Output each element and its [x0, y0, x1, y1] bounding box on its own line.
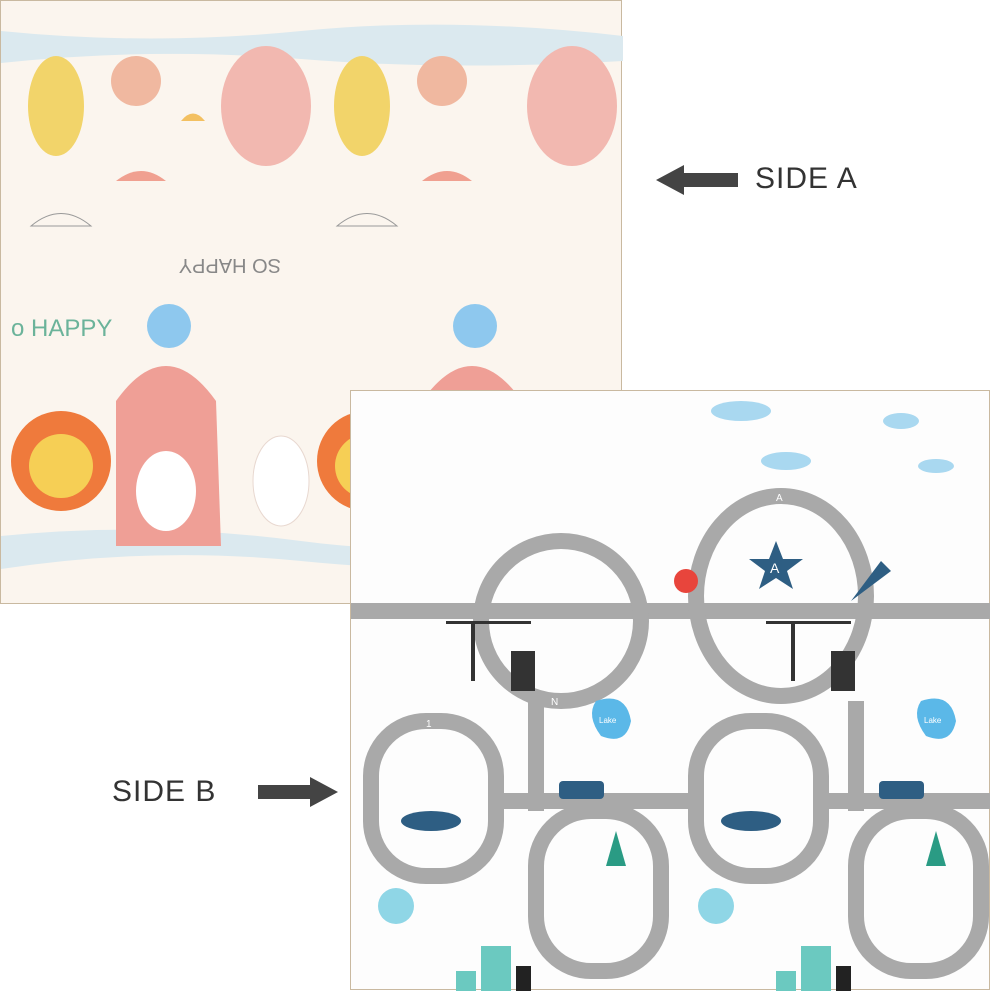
pattern-tile: SO HAPPY o HAPPY	[11, 46, 311, 546]
balloon-icon	[378, 888, 414, 924]
lake-left: Lake	[592, 698, 631, 739]
bear-icon	[334, 56, 390, 156]
so-happy-text: o HAPPY	[11, 315, 112, 342]
bunny-icon	[252, 435, 310, 527]
hedgehog-icon	[111, 56, 161, 106]
road-loop	[848, 803, 989, 979]
sky-band	[1, 24, 623, 66]
road-letter: N	[551, 697, 558, 708]
car-icon	[879, 781, 924, 799]
lake-right: Lake	[917, 698, 956, 739]
arrow-right-icon	[258, 777, 338, 807]
side-b-mat: A N 1 A Lake Lake	[350, 390, 990, 991]
hedgehog-icon	[417, 56, 467, 106]
road-number: 1	[426, 719, 432, 730]
ufo-icon	[401, 811, 461, 831]
star-icon	[749, 541, 803, 589]
tree-icon	[926, 831, 946, 866]
clouds	[711, 401, 954, 473]
crane-icons	[446, 621, 855, 691]
dinosaur-icon	[527, 46, 617, 166]
umbrella-icon	[29, 213, 93, 227]
balloon-icon	[698, 888, 734, 924]
umbrella-icon	[116, 171, 166, 181]
road-loop	[363, 713, 504, 884]
bird-icon	[453, 304, 497, 348]
dinosaur-belly	[136, 451, 196, 531]
ufo-icon	[721, 811, 781, 831]
so-happy-text-mirrored: SO HAPPY	[179, 254, 281, 276]
bird-icon	[147, 304, 191, 348]
side-b-illustration: A N 1 A Lake Lake	[351, 401, 990, 991]
star-letter: A	[770, 560, 780, 576]
road-loop-right	[688, 488, 874, 704]
tree-icon	[606, 831, 626, 866]
road-letter: A	[776, 493, 783, 504]
lake-icon	[592, 698, 631, 739]
roads	[351, 488, 990, 979]
bear-icon	[28, 56, 84, 156]
lake-icon	[917, 698, 956, 739]
buildings	[456, 946, 851, 991]
lake-label: Lake	[924, 716, 942, 725]
car-icon	[559, 781, 604, 799]
red-car-icon	[674, 569, 698, 593]
lion-face	[29, 434, 93, 498]
dinosaur-icon	[221, 46, 311, 166]
umbrella-icon	[422, 171, 472, 181]
umbrella-icon	[335, 213, 399, 227]
road-loop	[688, 713, 829, 884]
lake-label: Lake	[599, 716, 617, 725]
umbrella-icon	[181, 113, 205, 121]
road-loop	[528, 803, 669, 979]
side-a-mat: SO HAPPY o HAPPY	[0, 0, 623, 604]
rocket-icon	[851, 561, 891, 601]
side-a-label: SIDE A	[755, 162, 858, 195]
side-b-label: SIDE B	[112, 775, 217, 808]
arrow-left-icon	[656, 165, 738, 195]
